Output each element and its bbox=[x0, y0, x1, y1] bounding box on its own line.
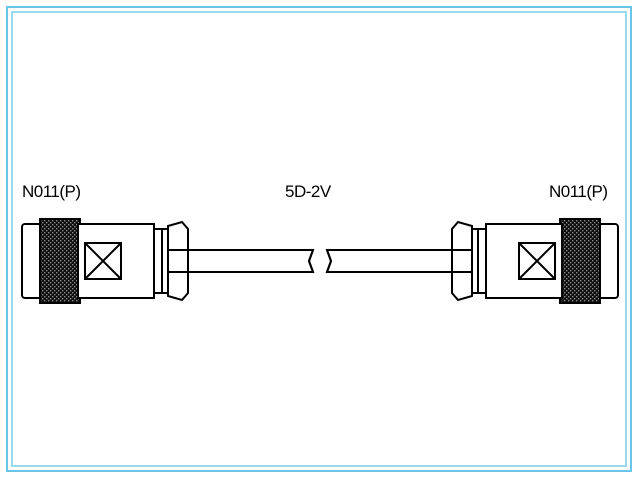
right-connector-ferrule-ring bbox=[477, 228, 487, 294]
right-connector-label: N011(P) bbox=[549, 182, 608, 201]
left-connector-ferrule-ring bbox=[153, 228, 163, 294]
right-connector-knurl bbox=[559, 218, 601, 304]
left-connector-wrench-flat bbox=[84, 242, 122, 280]
page-border-outer bbox=[6, 6, 632, 472]
cable-break-symbol bbox=[307, 249, 314, 273]
cable-type-label: 5D-2V bbox=[285, 182, 331, 201]
coaxial-cable bbox=[187, 249, 453, 273]
right-connector bbox=[451, 218, 619, 304]
left-connector bbox=[21, 218, 189, 304]
page-border-inner bbox=[11, 11, 627, 467]
left-connector-strain-relief bbox=[167, 220, 189, 302]
left-connector-label: N011(P) bbox=[22, 182, 81, 201]
right-connector-strain-relief bbox=[451, 220, 473, 302]
right-connector-wrench-flat bbox=[518, 242, 556, 280]
left-connector-knurl bbox=[39, 218, 81, 304]
cable-break-symbol bbox=[326, 249, 333, 273]
